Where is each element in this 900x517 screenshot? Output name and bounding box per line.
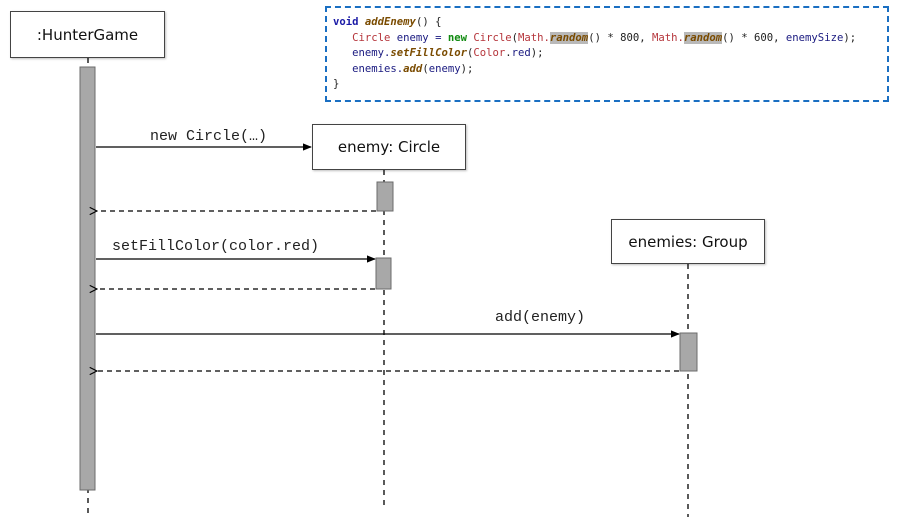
object-enemies-group: enemies: Group (611, 219, 765, 264)
object-enemy-circle: enemy: Circle (312, 124, 466, 170)
object-huntergame-label: :HunterGame (36, 25, 139, 44)
code-line-3: enemy.setFillColor(Color.red); (352, 47, 544, 59)
activation-enemy-2 (375, 257, 392, 290)
code-snippet-box: void addEnemy() { Circle enemy = new Cir… (325, 6, 889, 102)
object-enemies-label: enemies: Group (628, 232, 748, 251)
code-snippet: void addEnemy() { Circle enemy = new Cir… (333, 15, 856, 93)
activation-enemies (679, 332, 698, 372)
object-enemy-label: enemy: Circle (337, 138, 441, 156)
message-setfillcolor-label: setFillColor(color.red) (112, 238, 320, 255)
object-huntergame: :HunterGame (10, 11, 165, 58)
activation-enemy-1 (376, 181, 394, 212)
message-new-circle-label: new Circle(…) (150, 128, 268, 145)
activation-huntergame (79, 66, 96, 491)
code-line-1: void addEnemy() { (333, 16, 442, 28)
code-line-4: enemies.add(enemy); (352, 62, 474, 75)
message-add-label: add(enemy) (495, 309, 586, 326)
code-line-5: } (333, 78, 340, 90)
code-line-2: Circle enemy = new Circle(Math.random() … (352, 31, 857, 44)
